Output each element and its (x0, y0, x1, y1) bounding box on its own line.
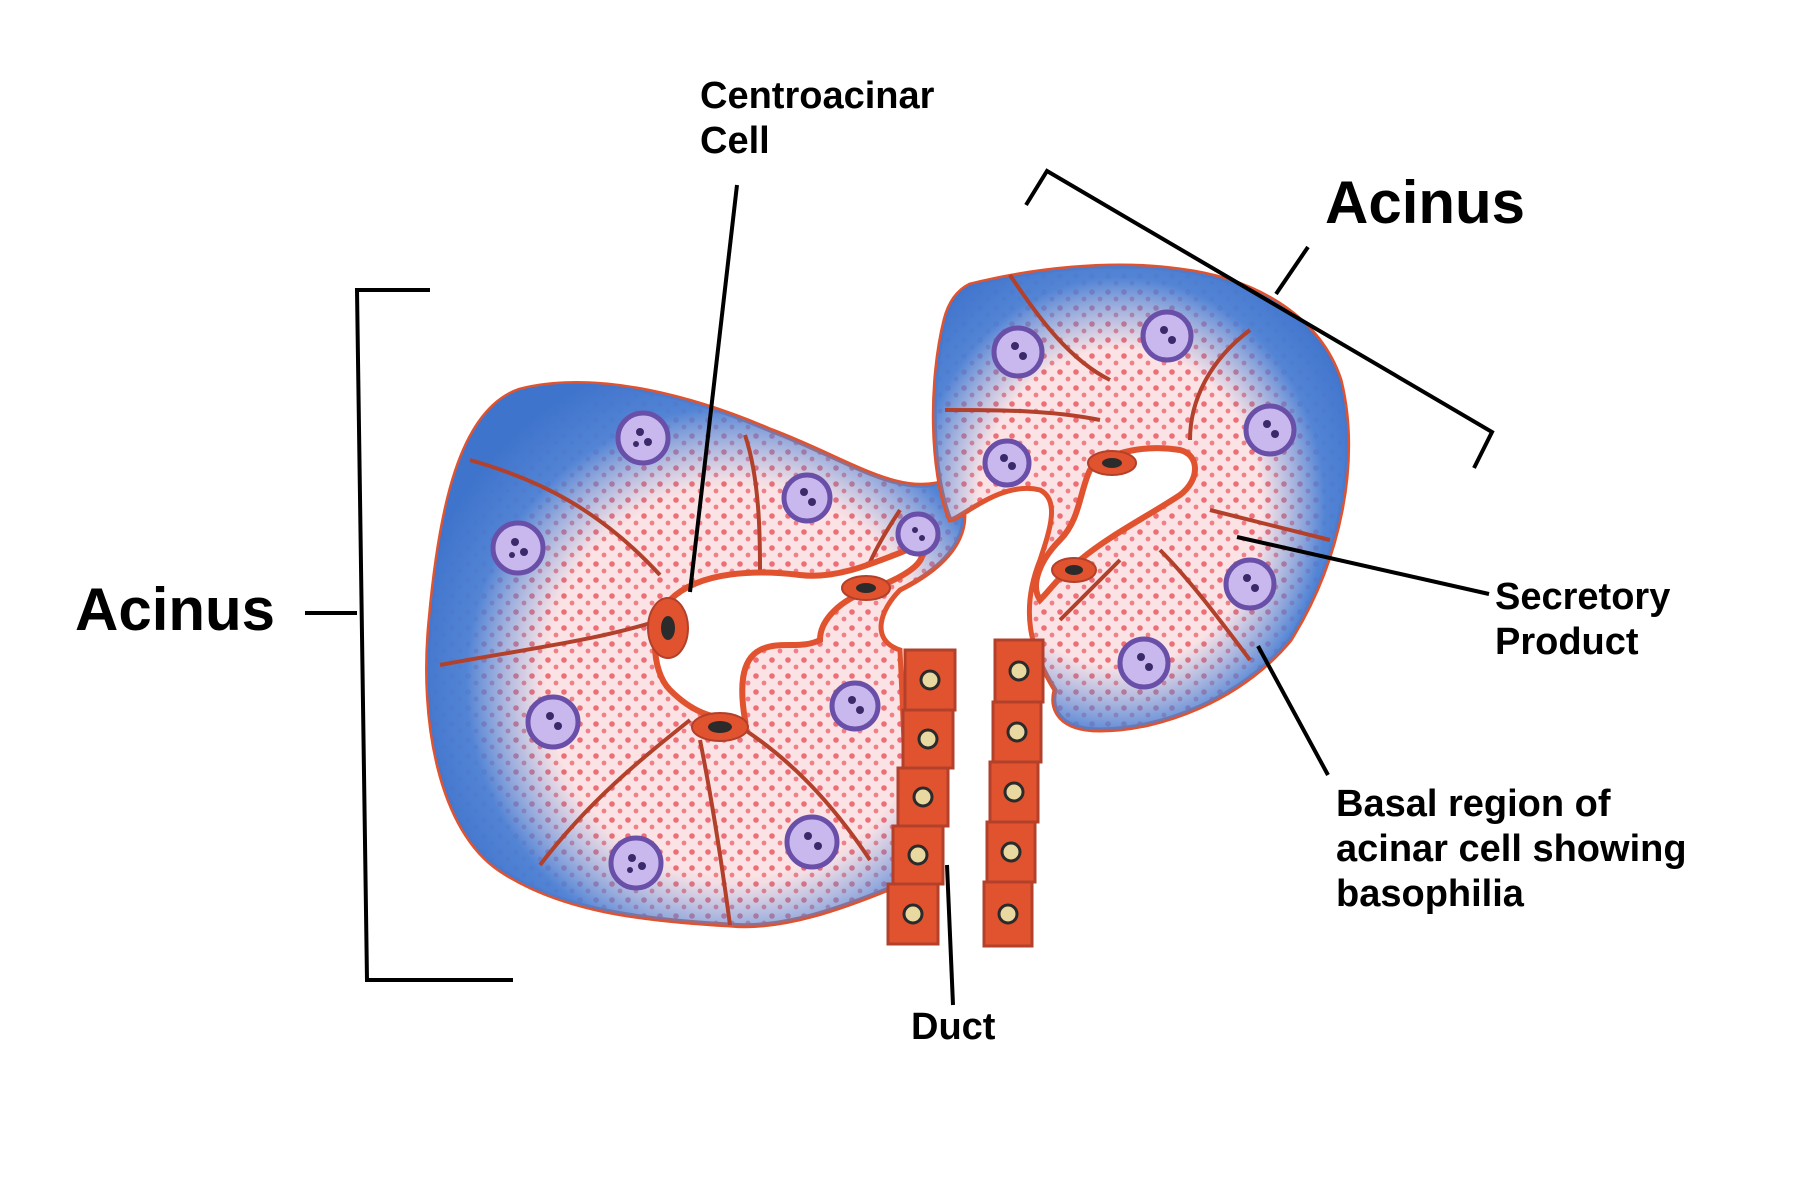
basal-label-line3: basophilia (1336, 872, 1524, 915)
left-nuclei (490, 410, 941, 891)
duct-label: Duct (911, 1006, 996, 1048)
duct (886, 638, 1045, 948)
right-nuclei (982, 309, 1297, 690)
secretory-label-line2: Product (1495, 620, 1639, 663)
right-acinus-leader (1274, 245, 1310, 296)
right-acinus (931, 263, 1351, 733)
basal-region-label: Basal region of acinar cell showing baso… (1336, 782, 1687, 916)
acinus-label-right: Acinus (1325, 169, 1526, 236)
secretory-leader (1236, 535, 1490, 596)
right-acinus-bracket (1024, 168, 1495, 469)
leader-lines (305, 168, 1495, 1006)
secretory-product-label: Secretory Product (1495, 575, 1670, 665)
duct-leader (945, 864, 955, 1006)
secretory-label-line1: Secretory (1495, 576, 1671, 618)
duct-wall-right (982, 638, 1045, 948)
right-cell-borders (944, 273, 1331, 662)
centroacinar-label-line2: Cell (700, 119, 770, 162)
centroacinar-label-line1: Centroacinar (700, 75, 935, 117)
basal-label-line2: acinar cell showing (1336, 827, 1687, 870)
left-acinus (425, 381, 967, 929)
basal-label-line1: Basal region of (1336, 783, 1611, 825)
acinus-label-left: Acinus (75, 576, 276, 643)
left-acinus-bracket (354, 288, 513, 982)
centroacinar-leader (688, 184, 739, 593)
centroacinar-cell-label: Centroacinar Cell (700, 74, 934, 164)
basal-leader (1256, 645, 1330, 776)
